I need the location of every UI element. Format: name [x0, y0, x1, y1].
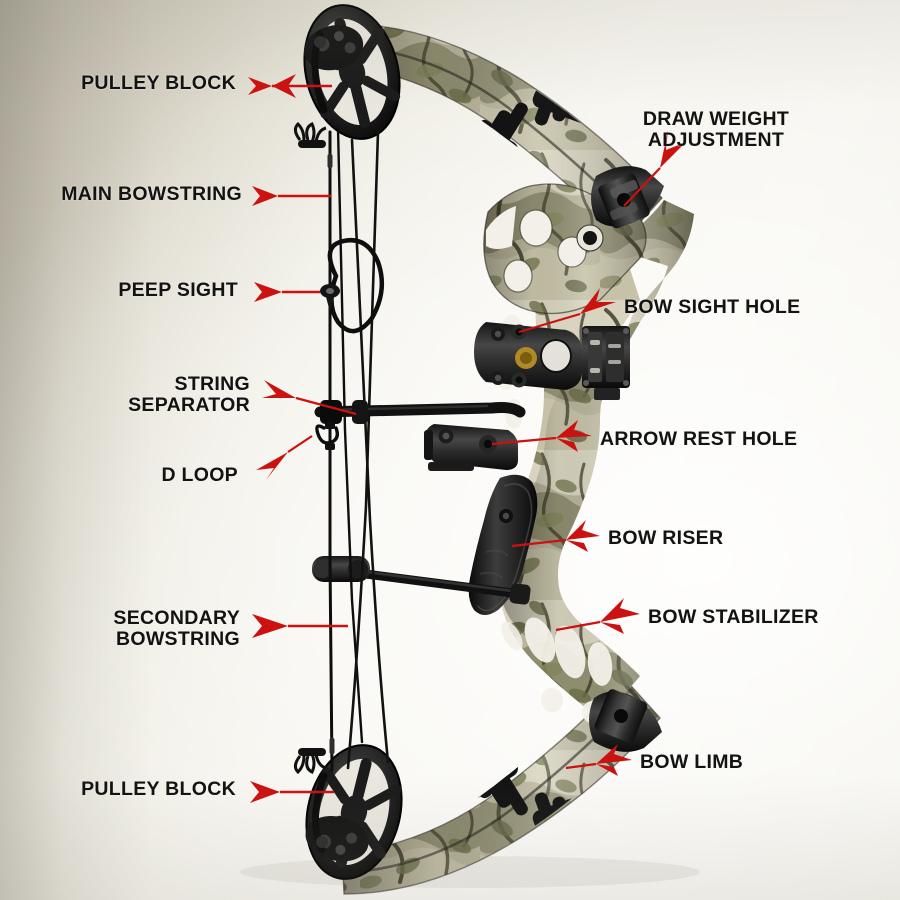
peep-sight: [320, 284, 340, 312]
bow-sight-mount: [474, 322, 582, 390]
arrow-arrow-rest-hole: [491, 420, 592, 452]
buss-cable-lower: [346, 130, 380, 770]
annotation-arrows: [248, 74, 686, 803]
label-bow-riser: BOW RISER: [608, 527, 724, 549]
label-bow-sight-hole: BOW SIGHT HOLE: [624, 296, 801, 318]
label-arrow-rest-hole: ARROW REST HOLE: [600, 428, 798, 450]
draw-weight-adjustment-bolt-lower: [594, 689, 648, 743]
label-secondary-bowstring: SECONDARY BOWSTRING: [113, 607, 240, 651]
bow-sight-body: [582, 326, 630, 400]
pulley-block-upper: [303, 4, 401, 140]
string-suppressor-upper: [293, 121, 327, 148]
label-string-separator: STRING SEPARATOR: [128, 373, 250, 417]
string-suppressor-lower: [293, 748, 327, 775]
arrow-draw-weight-adjustment: [623, 130, 686, 207]
buss-cable-upper: [350, 138, 390, 764]
label-peep-sight: PEEP SIGHT: [118, 279, 238, 301]
arrow-d-loop: [256, 435, 313, 480]
arrow-peep-sight: [254, 282, 320, 302]
bow-limb-upper: [335, 23, 663, 242]
draw-weight-adjustment-bolt: [598, 173, 650, 229]
arrow-bow-riser: [511, 520, 600, 552]
label-bow-limb: BOW LIMB: [640, 751, 744, 773]
arrow-string-separator: [262, 380, 357, 416]
string-separator: [314, 400, 526, 424]
label-pulley-block-top: PULLEY BLOCK: [81, 72, 236, 94]
pulley-block-lower: [305, 744, 403, 880]
arrow-bow-sight-hole: [518, 288, 616, 334]
arrow-secondary-bowstring: [252, 614, 348, 638]
bow-grip: [468, 474, 538, 615]
label-d-loop: D LOOP: [161, 464, 238, 486]
label-bow-stabilizer: BOW STABILIZER: [648, 606, 819, 628]
arrow-bow-limb: [565, 744, 632, 776]
label-pulley-block-bottom: PULLEY BLOCK: [81, 778, 236, 800]
cable-loop: [327, 238, 385, 334]
arrow-rest: [424, 424, 518, 471]
secondary-bowstring-line: [336, 126, 364, 744]
d-loop: [315, 422, 340, 450]
bowstring-system: [327, 126, 390, 772]
arrow-bow-stabilizer: [555, 598, 640, 634]
label-draw-weight-adjustment: DRAW WEIGHT ADJUSTMENT: [642, 108, 790, 152]
arrow-main-bowstring: [252, 186, 331, 206]
arrow-pulley-block-bottom: [250, 781, 334, 803]
main-bowstring-line: [328, 130, 334, 772]
label-main-bowstring: MAIN BOWSTRING: [61, 183, 242, 205]
arrow-pulley-block-top: [248, 74, 332, 98]
